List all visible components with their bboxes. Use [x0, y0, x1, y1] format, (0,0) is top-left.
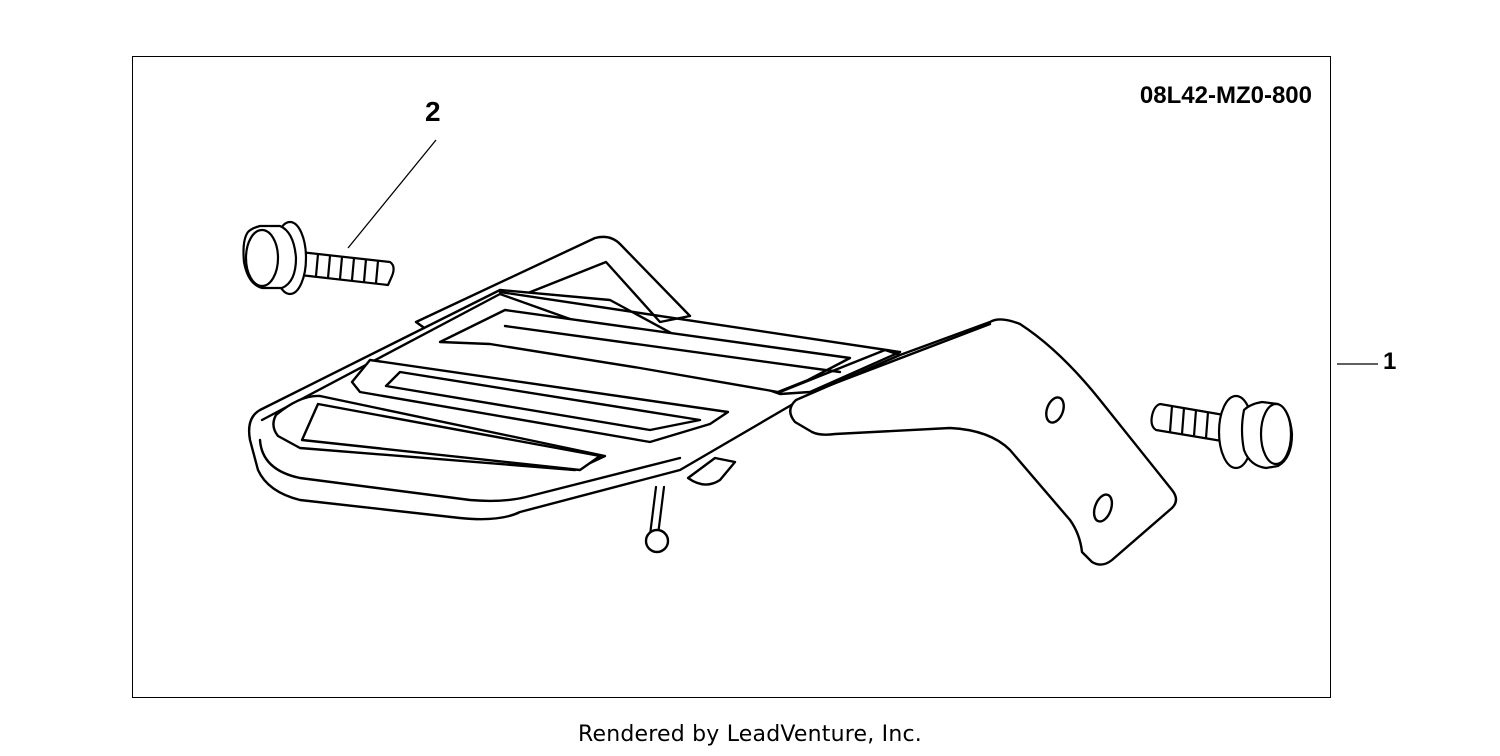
flange-bolt-right [1150, 394, 1294, 470]
footer-credit: Rendered by LeadVenture, Inc. [578, 722, 922, 747]
diagram-frame [132, 56, 1331, 698]
callout-1-label: 1 [1383, 348, 1397, 375]
part-number-label: 08L42-MZ0-800 [1139, 82, 1312, 109]
flange-bolt-left [242, 220, 395, 296]
callout-2-label: 2 [425, 96, 441, 127]
rear-carrier-rack [247, 235, 1178, 566]
callout-2-leader [347, 139, 437, 249]
